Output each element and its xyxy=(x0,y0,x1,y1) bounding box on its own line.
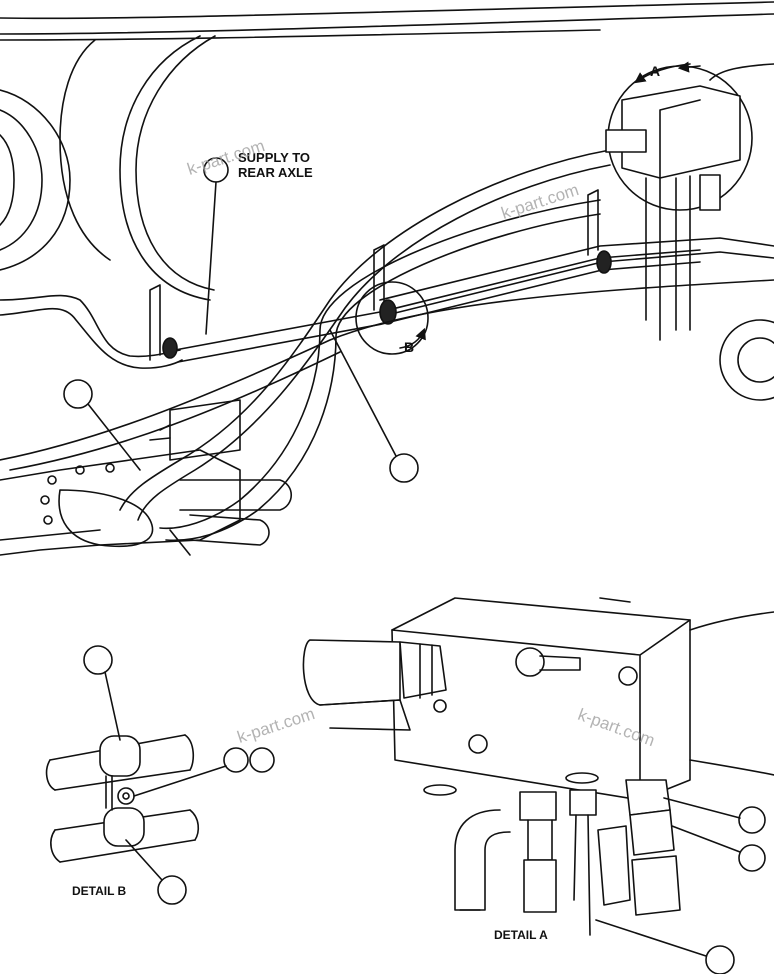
supply-hose-coil xyxy=(119,35,211,301)
fitting-2 xyxy=(569,789,597,816)
callout-8 xyxy=(738,844,766,872)
detail-a-label: DETAIL A xyxy=(494,928,548,942)
bracket-left xyxy=(149,284,161,361)
callout-7 xyxy=(738,806,766,834)
fitting-1 xyxy=(519,791,557,821)
callout-5 xyxy=(249,747,275,773)
return-hose xyxy=(119,149,611,511)
callout-2 xyxy=(389,453,419,483)
view-a-label: A xyxy=(650,63,661,79)
supply-line xyxy=(174,249,701,351)
detail-b-zone xyxy=(355,281,429,355)
axle-valve xyxy=(169,399,241,461)
valve-knob xyxy=(515,647,545,677)
bolt-2 xyxy=(468,734,488,754)
wheel xyxy=(719,319,774,401)
mini-valve-block xyxy=(621,85,741,179)
detail-b-clamp-lower xyxy=(103,807,145,847)
bolt-1 xyxy=(618,666,638,686)
frame-top-edge-2 xyxy=(0,13,774,35)
cylinder-3 xyxy=(189,514,270,546)
elbow-fitting xyxy=(454,809,511,911)
callout-3 xyxy=(83,645,113,675)
cylinder-1 xyxy=(58,489,154,548)
tank-drum xyxy=(0,89,71,271)
frame-rail xyxy=(0,279,774,461)
detail-b-clamp-upper xyxy=(99,735,141,777)
callout-4 xyxy=(223,747,249,773)
axle-housing xyxy=(0,449,241,556)
detail-b-nut xyxy=(117,787,135,805)
frame-top-edge xyxy=(0,1,774,20)
callout-9 xyxy=(705,945,735,974)
clamp-3 xyxy=(596,250,612,274)
supply-label-line2: REAR AXLE xyxy=(238,165,313,180)
inlet-pipe xyxy=(302,639,401,706)
supply-label-line1: SUPPLY TO xyxy=(238,150,311,165)
valve-block xyxy=(391,597,691,801)
detail-b-label: DETAIL B xyxy=(72,884,127,898)
cylinder-2 xyxy=(179,479,293,511)
quick-coupler xyxy=(597,825,631,906)
bracket-mid xyxy=(373,244,385,311)
diagnostic-probe xyxy=(573,814,591,936)
clamp-2 xyxy=(379,299,397,325)
view-b-label: B xyxy=(404,339,415,355)
callout-6 xyxy=(157,875,187,905)
clamp-1 xyxy=(162,337,178,359)
supply-label: SUPPLY TO REAR AXLE xyxy=(238,150,313,180)
callout-1 xyxy=(63,379,93,409)
